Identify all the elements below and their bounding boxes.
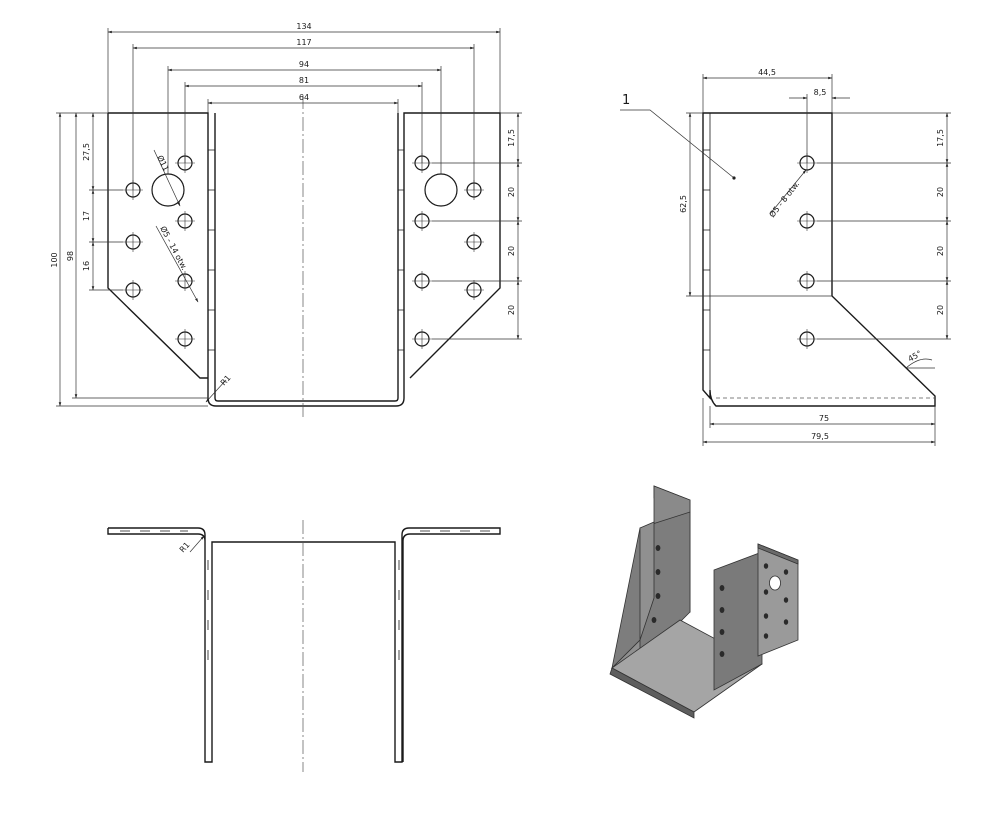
dim-27-5: 27,5: [82, 143, 91, 161]
front-height-dimensions: [56, 112, 208, 407]
dim-75: 75: [819, 414, 829, 423]
dim-117: 117: [296, 38, 311, 47]
side-dim-17-5: 17,5: [936, 129, 945, 147]
front-view: 134 117 94 81 64 100 98 27,5 17 16 17,5 …: [50, 22, 522, 420]
dim-16: 16: [82, 261, 91, 271]
iso-right-side: [713, 551, 763, 691]
front-left-large-hole: [151, 173, 185, 207]
dim-81: 81: [299, 76, 309, 85]
dim-100: 100: [50, 252, 59, 267]
dim-20-a: 20: [507, 187, 516, 197]
dim-44-5: 44,5: [758, 68, 776, 77]
iso-view: [609, 485, 799, 719]
dim-134: 134: [296, 22, 311, 31]
dim-17-5: 17,5: [507, 129, 516, 147]
front-left-holes: [125, 155, 193, 347]
side-bottom-dimensions: [702, 398, 936, 446]
side-holes: [799, 155, 815, 347]
large-hole-label: Ø11: [155, 153, 171, 172]
dim-94: 94: [299, 60, 309, 69]
channel-inner-outline: [214, 113, 399, 402]
front-right-hole-dimensions: [432, 112, 522, 340]
front-right-large-hole: [424, 173, 458, 207]
side-dim-20-c: 20: [936, 305, 945, 315]
side-dim-20-a: 20: [936, 187, 945, 197]
front-width-dimensions: [107, 28, 501, 190]
iso-large-hole: [769, 575, 781, 591]
top-bend-radius: R1: [178, 540, 192, 554]
side-view: 1 44,5 8,5 62,5 17,5 20 20 20: [620, 68, 951, 446]
dim-79-5: 79,5: [811, 432, 829, 441]
dim-17: 17: [82, 211, 91, 221]
dim-8-5: 8,5: [814, 88, 827, 97]
side-top-dimensions: [702, 74, 850, 163]
top-view: R1: [107, 520, 501, 772]
dim-98: 98: [66, 251, 75, 261]
top-view-outline: [107, 527, 501, 763]
part-number: 1: [622, 93, 630, 108]
small-hole-label: Ø5 - 14 otw.: [158, 224, 190, 271]
dim-62-5: 62,5: [679, 195, 688, 213]
side-dim-20-b: 20: [936, 246, 945, 256]
dim-20-c: 20: [507, 305, 516, 315]
iso-holes: [651, 545, 789, 657]
side-plate-outline: [702, 112, 936, 407]
dim-64: 64: [299, 93, 309, 102]
side-hole-label: Ø5 - 8 otw.: [767, 179, 802, 219]
dim-20-b: 20: [507, 246, 516, 256]
side-right-dimensions: [817, 112, 951, 340]
